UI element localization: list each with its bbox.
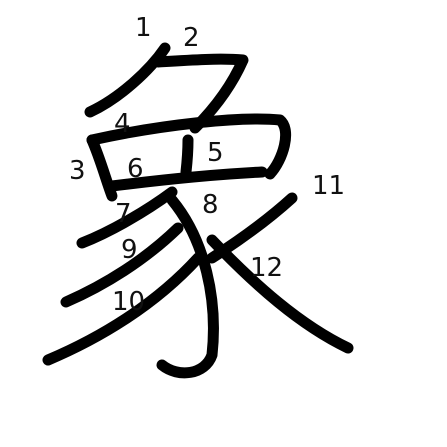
- stroke-9: [60, 222, 184, 308]
- stroke-6: [106, 166, 268, 192]
- stroke-1: [84, 42, 171, 118]
- stroke-2: [152, 53, 249, 134]
- stroke-10: [42, 252, 204, 366]
- stroke-number-9: 9: [121, 235, 138, 265]
- stroke-number-2: 2: [183, 23, 200, 53]
- stroke-8: [156, 194, 219, 379]
- stroke-number-7: 7: [115, 199, 132, 229]
- stroke-number-3: 3: [69, 156, 86, 186]
- stroke-number-5: 5: [207, 138, 224, 168]
- stroke-number-12: 12: [250, 253, 283, 283]
- stroke-number-4: 4: [114, 109, 131, 139]
- stroke-number-11: 11: [312, 171, 345, 201]
- stroke-number-8: 8: [202, 190, 219, 220]
- stroke-7: [76, 186, 178, 249]
- stroke-number-6: 6: [127, 154, 144, 184]
- stroke-4: [86, 113, 292, 180]
- stroke-12: [206, 234, 354, 354]
- stroke-number-1: 1: [135, 13, 152, 43]
- stroke-number-10: 10: [112, 287, 145, 317]
- stroke-5: [180, 134, 194, 178]
